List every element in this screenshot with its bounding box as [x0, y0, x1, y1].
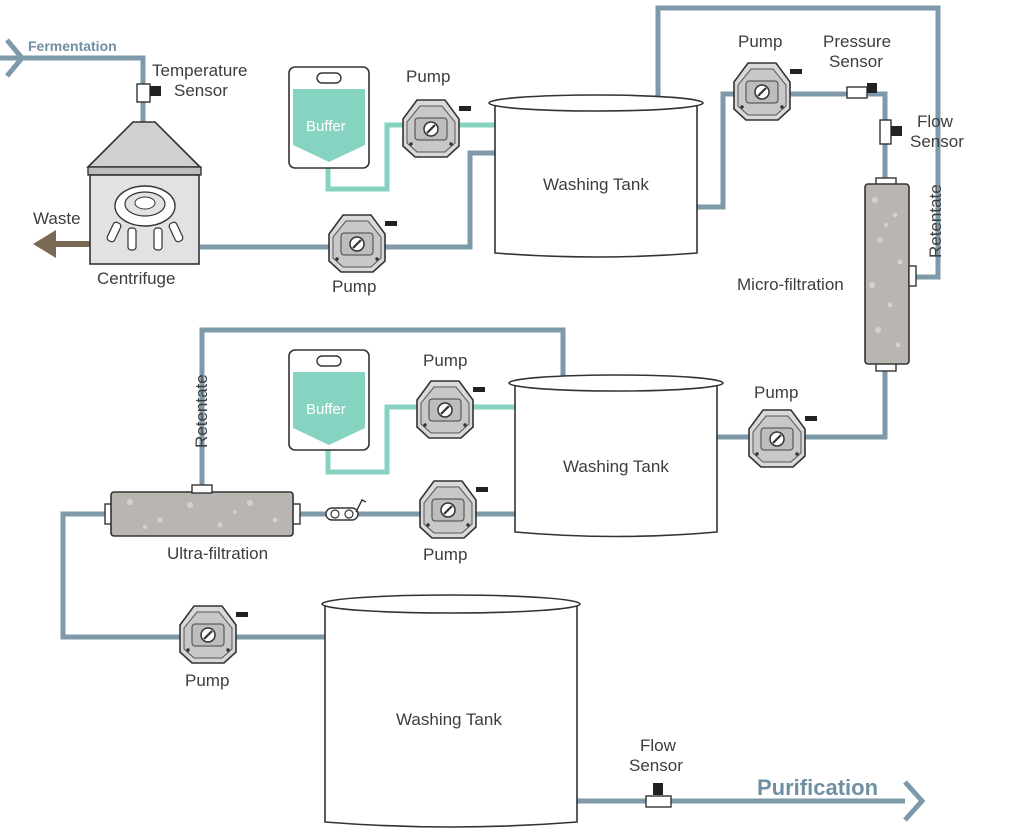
micro-filtration-label: Micro-filtration [737, 275, 844, 294]
pump-mid-right-label: Pump [754, 383, 798, 402]
retentate-left-label: Retentate [192, 374, 211, 448]
flow-sensor-bottom: Flow Sensor [629, 736, 683, 808]
pump-mid-right: Pump [747, 383, 819, 469]
pump-bottom-label: Pump [185, 671, 229, 690]
purification-arrow-icon [903, 780, 926, 822]
washing-tank-3: Washing Tank [321, 594, 581, 828]
micro-filtration-unit: Micro-filtration Retentate [737, 177, 945, 372]
waste-label: Waste [33, 209, 81, 228]
pressure-sensor: Pressure Sensor [823, 32, 891, 99]
washing-tank-3-label: Washing Tank [396, 710, 502, 729]
pump-centrifuge-label: Pump [332, 277, 376, 296]
washing-tank-2-label: Washing Tank [563, 457, 669, 476]
pressure-sensor-label-1: Pressure [823, 32, 891, 51]
centrifuge-label: Centrifuge [97, 269, 175, 288]
pump-ultra-label: Pump [423, 545, 467, 564]
pump-buffer-top-label: Pump [406, 67, 450, 86]
flow-sensor-bottom-label-1: Flow [640, 736, 677, 755]
flow-sensor-top-label-1: Flow [917, 112, 954, 131]
pump-top-right: Pump [732, 32, 804, 122]
temperature-sensor-label-2: Sensor [174, 81, 228, 100]
ultra-filtration-unit: Ultra-filtration Retentate [104, 374, 301, 563]
buffer-top-label: Buffer [306, 118, 346, 135]
ultra-filtration-label: Ultra-filtration [167, 544, 268, 563]
pump-buffer-mid: Pump [415, 351, 487, 440]
flow-sensor-top-label-2: Sensor [910, 132, 964, 151]
centrifuge: Centrifuge [86, 121, 202, 288]
pressure-sensor-label-2: Sensor [829, 52, 883, 71]
fermentation-label: Fermentation [28, 38, 117, 54]
waste-arrow-icon [33, 230, 56, 258]
purification-label: Purification [757, 775, 878, 800]
washing-tank-1-label: Washing Tank [543, 175, 649, 194]
temperature-sensor: Temperature Sensor [136, 61, 247, 103]
buffer-mid-label: Buffer [306, 401, 346, 418]
waste-outlet: Waste [33, 209, 90, 258]
flow-sensor-bottom-label-2: Sensor [629, 756, 683, 775]
buffer-bag-mid: Buffer [288, 349, 370, 451]
tubing-clamp-icon [325, 499, 367, 521]
pump-centrifuge: Pump [327, 213, 399, 296]
flow-sensor-top: Flow Sensor [879, 112, 964, 151]
temperature-sensor-label-1: Temperature [152, 61, 247, 80]
pump-buffer-mid-label: Pump [423, 351, 467, 370]
pump-buffer-top: Pump [401, 67, 473, 159]
washing-tank-2: Washing Tank [508, 374, 724, 538]
fermentation-inlet: Fermentation [5, 38, 117, 78]
purification-outlet: Purification [757, 775, 926, 822]
pump-ultra: Pump [418, 479, 490, 564]
washing-tank-1: Washing Tank [488, 94, 704, 258]
pump-top-right-label: Pump [738, 32, 782, 51]
fermentation-arrow-icon [5, 38, 26, 78]
retentate-right-label: Retentate [926, 184, 945, 258]
pump-bottom: Pump [178, 604, 250, 690]
buffer-bag-top: Buffer [288, 66, 370, 169]
